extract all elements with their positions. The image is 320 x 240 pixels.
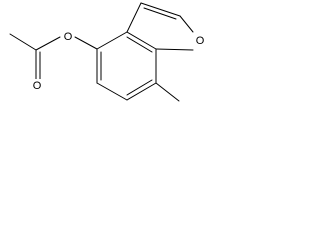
ring-oxygen-mask <box>194 34 206 48</box>
ester-oxygen-mask <box>62 30 74 44</box>
bond-c7-methyl <box>155 82 180 102</box>
carbonyl-oxygen-mask <box>31 79 43 93</box>
bond-c3-c2 <box>140 2 181 17</box>
structure-diagram: O O O <box>9 2 206 102</box>
bond-c6-c7-inner <box>126 79 153 96</box>
carbonyl-oxygen-label: O <box>33 80 42 92</box>
ester-oxygen-label: O <box>64 31 73 43</box>
bond-c7a-c3a-inner <box>126 36 153 53</box>
bond-c7a-c3a <box>126 31 157 50</box>
bond-methyl-carbonyl <box>9 33 37 51</box>
bond-c3-c2-inner <box>143 7 177 20</box>
bond-c6-c7 <box>126 82 157 101</box>
bond-c3a-c3 <box>126 2 142 33</box>
bond-ester-oxygen-ring <box>74 36 98 50</box>
bond-ring-oxygen-c7a <box>155 48 194 51</box>
bond-c3a-c4 <box>96 31 128 50</box>
ring-oxygen-label: O <box>196 35 205 47</box>
bond-carbonyl-ester-oxygen <box>35 36 61 51</box>
bond-c5-c6 <box>96 82 128 101</box>
bond-c2-ring-oxygen <box>179 15 194 33</box>
